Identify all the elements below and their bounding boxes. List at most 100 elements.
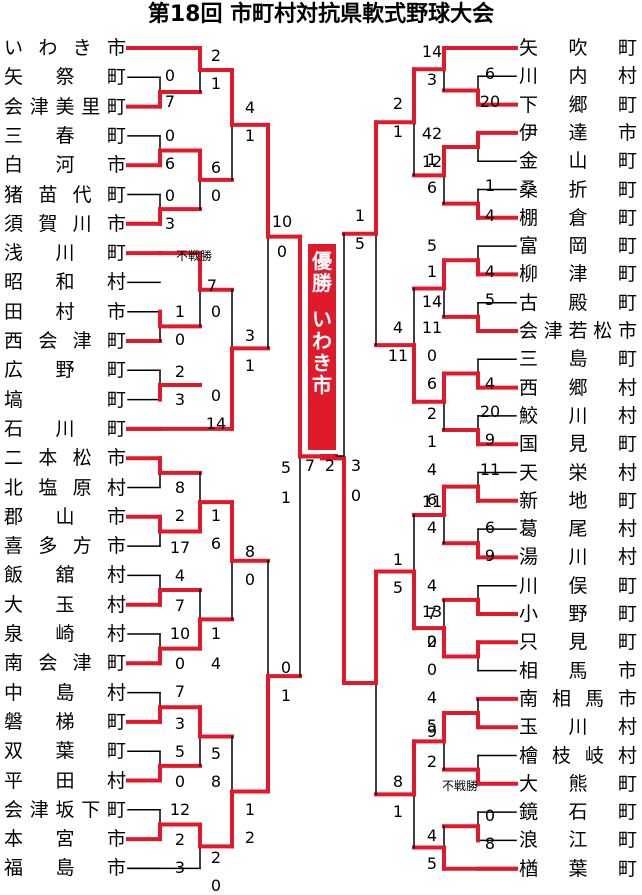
score-label: 2 bbox=[426, 404, 438, 423]
team-name: 天栄村 bbox=[519, 461, 637, 484]
score-label: 0 bbox=[484, 806, 496, 825]
team-name: 玉川村 bbox=[519, 716, 637, 739]
score-label: 6 bbox=[426, 374, 438, 393]
team-name: 桑折町 bbox=[519, 178, 637, 201]
champion-team: いわき市 bbox=[312, 307, 332, 397]
score-label: 5 bbox=[210, 744, 222, 763]
team-name: 浅川町 bbox=[4, 242, 126, 265]
walkover-note: 不戦勝 bbox=[441, 779, 478, 793]
team-name: 只見町 bbox=[519, 631, 637, 654]
score-label: 8 bbox=[174, 478, 186, 497]
score-label: 0 bbox=[164, 186, 176, 205]
score-label: 8 bbox=[210, 772, 222, 791]
score-label: 6 bbox=[484, 64, 496, 83]
team-name: 西会津町 bbox=[4, 330, 126, 352]
team-name: 喜多方市 bbox=[4, 535, 126, 558]
team-name: 泉崎村 bbox=[4, 623, 126, 645]
score-label: 0 bbox=[164, 126, 176, 145]
champion-banner: 優勝 いわき市 bbox=[308, 244, 336, 450]
score-label: 1 bbox=[392, 550, 404, 569]
team-name: 白河市 bbox=[4, 154, 126, 177]
score-label: 1 bbox=[210, 74, 222, 93]
score-label: 5 bbox=[392, 578, 404, 597]
score-label: 5 bbox=[426, 854, 438, 873]
score-label: 1 bbox=[280, 686, 292, 705]
score-label: 2 bbox=[174, 506, 186, 525]
team-name: 檜枝岐村 bbox=[519, 744, 637, 767]
score-label: 0 bbox=[426, 632, 438, 651]
score-label: 3 bbox=[164, 214, 176, 233]
score-label: 2 bbox=[244, 828, 256, 847]
score-label: 1 bbox=[354, 206, 366, 225]
score-label: 0 bbox=[426, 346, 438, 365]
score-label: 3 bbox=[426, 70, 438, 89]
score-label: 0 bbox=[174, 654, 186, 673]
team-name: 小野町 bbox=[519, 603, 637, 625]
score-label: 4 bbox=[244, 98, 256, 117]
team-name: 飯舘村 bbox=[4, 564, 126, 587]
team-name: 川内村 bbox=[519, 65, 637, 88]
score-label: 2 bbox=[210, 46, 222, 65]
team-name: 金山町 bbox=[519, 150, 637, 173]
score-label: 0 bbox=[174, 772, 186, 791]
team-name: 三島町 bbox=[519, 348, 637, 371]
team-name: 二本松市 bbox=[4, 447, 126, 470]
team-name: 田村市 bbox=[4, 300, 126, 323]
score-label: 0 bbox=[280, 658, 292, 677]
score-label: 7 bbox=[164, 92, 176, 111]
team-name: 西郷村 bbox=[519, 376, 637, 399]
score-label: 7 bbox=[304, 456, 316, 475]
score-label: 4 bbox=[426, 460, 438, 479]
team-name: 平田村 bbox=[4, 769, 126, 792]
score-label: 5 bbox=[280, 458, 292, 477]
team-name: 葛尾村 bbox=[519, 518, 637, 541]
score-label: 20 bbox=[479, 92, 501, 111]
score-label: 1 bbox=[392, 122, 404, 141]
score-label: 5 bbox=[426, 236, 438, 255]
score-label: 2 bbox=[174, 830, 186, 849]
score-label: 4 bbox=[484, 374, 496, 393]
team-name: 相馬市 bbox=[519, 659, 637, 682]
score-label: 3 bbox=[174, 390, 186, 409]
champion-label: 優勝 bbox=[312, 249, 332, 295]
score-label: 9 bbox=[484, 430, 496, 449]
team-name: 矢吹町 bbox=[519, 37, 637, 59]
team-name: 中島村 bbox=[4, 681, 126, 704]
score-label: 11 bbox=[421, 318, 443, 337]
score-label: 0 bbox=[210, 186, 222, 205]
team-name: 楢葉町 bbox=[519, 857, 637, 880]
score-label: 1 bbox=[280, 488, 292, 507]
score-label: 6 bbox=[426, 178, 438, 197]
score-label: 4 bbox=[426, 826, 438, 845]
score-label: 6 bbox=[484, 518, 496, 537]
score-label: 12 bbox=[169, 800, 191, 819]
team-name: 伊達市 bbox=[519, 121, 637, 144]
score-label: 6 bbox=[426, 490, 438, 509]
score-label: 2 bbox=[210, 848, 222, 867]
team-name: 国見町 bbox=[519, 433, 637, 456]
team-name: 大玉村 bbox=[4, 593, 126, 616]
team-name: 川俣町 bbox=[519, 574, 637, 597]
score-label: 2 bbox=[392, 94, 404, 113]
score-label: 6 bbox=[164, 154, 176, 173]
team-name: 広野町 bbox=[4, 359, 126, 382]
score-label: 1 bbox=[426, 262, 438, 281]
score-label: 11 bbox=[421, 492, 443, 511]
score-label: 3 bbox=[244, 326, 256, 345]
team-name: 棚倉町 bbox=[519, 206, 637, 229]
score-label: 1 bbox=[392, 802, 404, 821]
walkover-note: 不戦勝 bbox=[175, 249, 212, 263]
team-name: 塙町 bbox=[4, 388, 126, 411]
team-name: 新地町 bbox=[519, 489, 637, 512]
score-label: 0 bbox=[426, 660, 438, 679]
team-name: 郡山市 bbox=[4, 505, 126, 528]
team-name: 北塩原村 bbox=[4, 476, 126, 499]
score-label: 14 bbox=[205, 414, 227, 433]
score-label: 9 bbox=[484, 546, 496, 565]
score-label: 2 bbox=[426, 752, 438, 771]
score-label: 8 bbox=[244, 542, 256, 561]
team-name: 柳津町 bbox=[519, 263, 637, 286]
score-label: 0 bbox=[276, 242, 288, 261]
team-name: 石川町 bbox=[4, 417, 126, 440]
score-label: 14 bbox=[421, 42, 443, 61]
